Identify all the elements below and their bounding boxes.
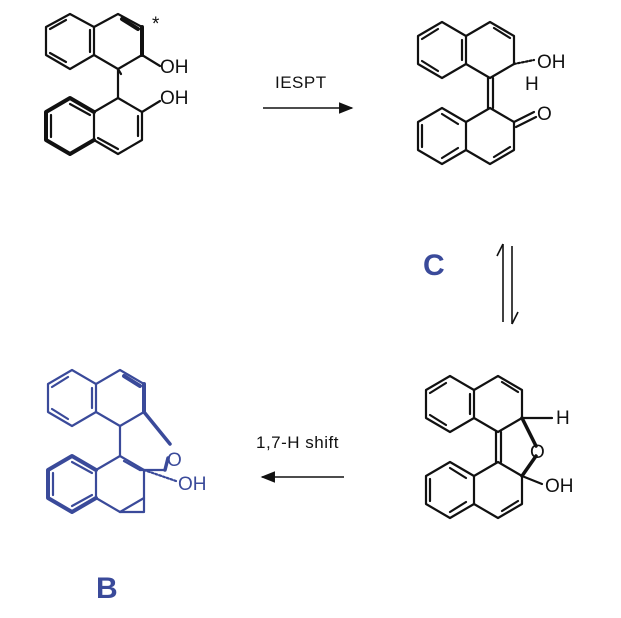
- oh-b-label: OH: [178, 474, 207, 495]
- binol-structure: [44, 12, 162, 156]
- compound-b-structure: [46, 368, 178, 514]
- o-d-label: O: [530, 442, 545, 463]
- equilibrium-arrows: [496, 243, 519, 325]
- compound-b-label: B: [96, 572, 118, 605]
- o-c-label: O: [537, 104, 552, 125]
- star-label: *: [152, 14, 160, 35]
- oh-top-label: OH: [160, 57, 189, 78]
- oh-c-label: OH: [537, 52, 566, 73]
- o-b-label: O: [167, 450, 182, 471]
- h-shift-label: 1,7-H shift: [256, 433, 339, 452]
- compound-d-structure: [424, 374, 554, 520]
- compound-c-structure: [416, 20, 538, 166]
- oh-d-label: OH: [545, 476, 574, 497]
- compound-c-label: C: [423, 249, 445, 282]
- h-d-label: H: [556, 408, 570, 429]
- iespt-label: IESPT: [275, 73, 327, 92]
- oh-bottom-label: OH: [160, 88, 189, 109]
- h-c-label: H: [525, 74, 539, 95]
